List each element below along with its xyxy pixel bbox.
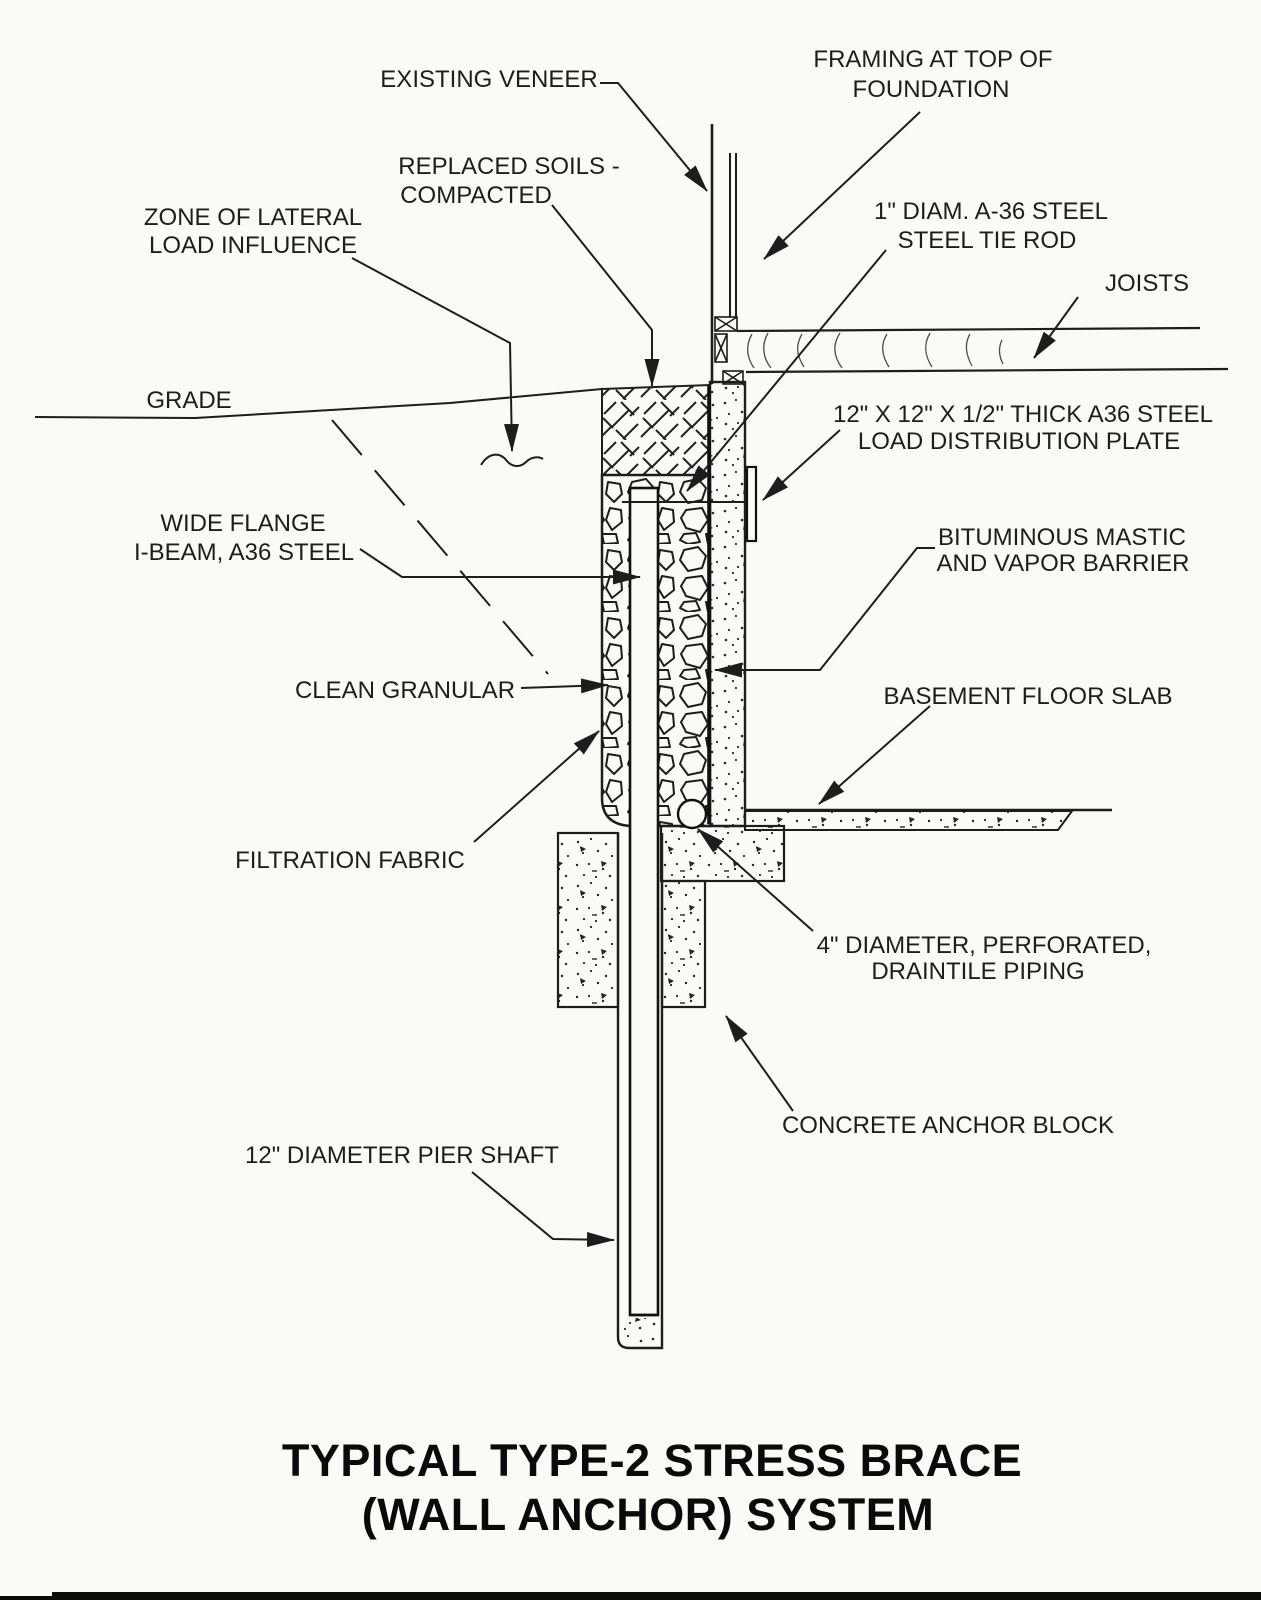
label-plate-line1: 12" X 12" X 1/2" THICK A36 STEEL: [833, 401, 1213, 428]
leader-ibeam: [359, 548, 641, 585]
foundation-wall: [708, 380, 747, 828]
zone-dashed-line: [331, 419, 549, 675]
leader-framing: [763, 111, 921, 260]
label-ibeam-line1: WIDE FLANGE: [160, 510, 325, 537]
label-replaced-soils-line1: REPLACED SOILS -: [398, 153, 619, 180]
label-existing-veneer: EXISTING VENEER: [380, 66, 597, 93]
title-line1: TYPICAL TYPE-2 STRESS BRACE: [282, 1435, 1022, 1486]
callout-labels: EXISTING VENEER FRAMING AT TOP OF FOUNDA…: [134, 46, 1213, 1169]
grade-line: [34, 388, 603, 420]
label-ibeam-line2: I-BEAM, A36 STEEL: [134, 539, 354, 566]
pier-shaft: [616, 833, 664, 1350]
label-grade: GRADE: [146, 387, 231, 414]
label-draintile-line2: DRAINTILE PIPING: [871, 958, 1084, 985]
label-framing-line1: FRAMING AT TOP OF: [813, 46, 1052, 73]
load-distribution-plate: [745, 465, 758, 543]
leader-existing-veneer: [600, 82, 708, 192]
label-replaced-soils-line2: COMPACTED: [400, 182, 552, 209]
anchor-block-left: [556, 831, 620, 1009]
leader-zone: [351, 257, 519, 452]
wall-footing: [659, 824, 786, 883]
label-plate-line2: LOAD DISTRIBUTION PLATE: [858, 428, 1180, 455]
basement-floor-slab: [744, 808, 1112, 831]
label-tie-rod-line2: STEEL TIE ROD: [898, 227, 1077, 254]
joist-band: [736, 326, 1229, 374]
replaced-soils-hatch-region: [601, 383, 711, 476]
draintile-pipe: [676, 798, 708, 830]
leader-pier: [471, 1171, 615, 1248]
leader-slab: [818, 705, 931, 805]
label-filtration: FILTRATION FABRIC: [235, 847, 465, 874]
leader-plate: [762, 429, 841, 501]
wood-grain: [747, 332, 1004, 369]
title-line2: (WALL ANCHOR) SYSTEM: [362, 1489, 934, 1540]
label-slab: BASEMENT FLOOR SLAB: [884, 683, 1173, 710]
existing-veneer-lines: [710, 124, 737, 384]
sill-blocking: [714, 316, 744, 385]
label-mastic-line2: AND VAPOR BARRIER: [937, 550, 1190, 577]
leader-anchor-block: [725, 1015, 794, 1112]
leader-joists: [1033, 296, 1079, 359]
label-joists: JOISTS: [1105, 270, 1189, 297]
label-anchor-block: CONCRETE ANCHOR BLOCK: [782, 1112, 1114, 1139]
structure-linework: [34, 124, 1229, 1350]
leader-replaced-soils: [551, 204, 660, 387]
leader-draintile: [697, 828, 814, 932]
label-draintile-line1: 4" DIAMETER, PERFORATED,: [817, 932, 1152, 959]
leader-filtration: [473, 730, 600, 843]
i-beam: [628, 486, 660, 1317]
leader-lines: [351, 82, 1079, 1248]
zone-squiggle: [480, 453, 544, 467]
leader-tie-rod: [686, 249, 887, 492]
label-mastic-line1: BITUMINOUS MASTIC: [938, 524, 1186, 551]
label-zone-line2: LOAD INFLUENCE: [149, 232, 357, 259]
drawing-title: TYPICAL TYPE-2 STRESS BRACE (WALL ANCHOR…: [282, 1435, 1022, 1540]
label-framing-line2: FOUNDATION: [853, 76, 1010, 103]
label-clean-granular: CLEAN GRANULAR: [295, 677, 515, 704]
label-zone-line1: ZONE OF LATERAL: [144, 204, 362, 231]
label-tie-rod-line1: 1" DIAM. A-36 STEEL: [874, 198, 1108, 225]
leader-clean-granular: [520, 678, 609, 694]
label-pier: 12" DIAMETER PIER SHAFT: [245, 1142, 559, 1169]
scan-edge: [0, 1592, 1261, 1600]
leader-mastic: [714, 547, 935, 678]
anchor-block-right: [660, 879, 707, 1009]
